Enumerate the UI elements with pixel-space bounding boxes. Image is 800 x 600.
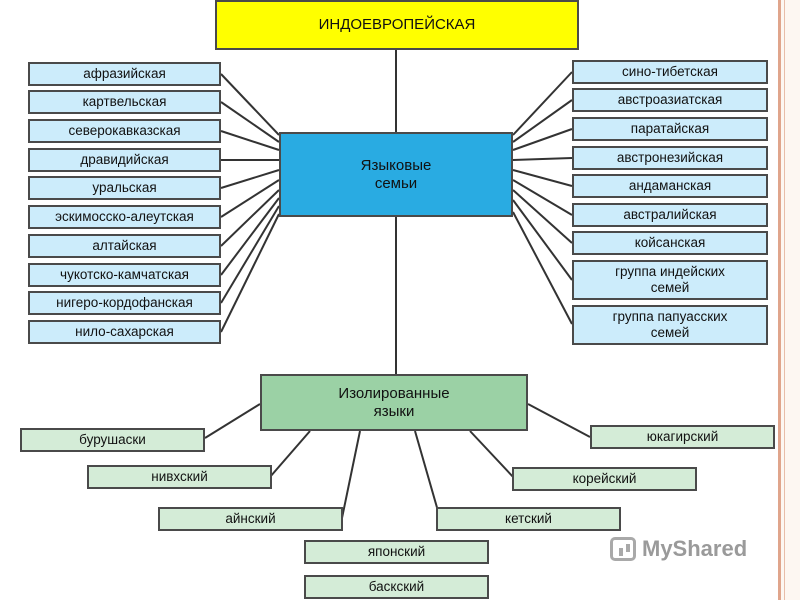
connector-isolated xyxy=(341,430,361,519)
connector-left xyxy=(220,130,280,151)
isolated-language-box: бурушаски xyxy=(20,428,205,452)
connector-isolated xyxy=(469,430,516,480)
connector-left xyxy=(220,213,280,333)
family-box-right: паратайская xyxy=(572,117,768,141)
connector-left xyxy=(220,179,280,218)
connector-right xyxy=(512,99,573,143)
connector-left xyxy=(220,169,280,189)
connector-isolated xyxy=(269,430,311,478)
isolated-language-box: айнский xyxy=(158,507,343,531)
family-box-right: группа индейских семей xyxy=(572,260,768,300)
connector-right xyxy=(512,71,573,136)
isolated-language-box: баскский xyxy=(304,575,489,599)
watermark-logo: MyShared xyxy=(610,536,747,562)
chart-icon xyxy=(610,537,636,561)
connector-left xyxy=(220,189,280,247)
slide-edge-line xyxy=(778,0,781,600)
connector-right xyxy=(512,179,573,216)
isolated-language-box: нивхский xyxy=(87,465,272,489)
connector-isolated xyxy=(204,403,261,439)
family-box-left: афразийская xyxy=(28,62,221,86)
family-box-left: картвельская xyxy=(28,90,221,114)
family-box-left: эскимосско-алеутская xyxy=(28,205,221,229)
connector-right xyxy=(512,169,573,187)
isolated-language-box: кетский xyxy=(436,507,621,531)
isolated-language-box: японский xyxy=(304,540,489,564)
watermark-text: MyShared xyxy=(642,536,748,561)
connector-right xyxy=(512,199,573,281)
connector-isolated xyxy=(414,430,441,519)
family-box-left: нило-сахарская xyxy=(28,320,221,344)
connector-right xyxy=(512,189,573,244)
connector-right xyxy=(512,157,573,161)
family-box-right: андаманская xyxy=(572,174,768,198)
isolated-languages-box: Изолированные языки xyxy=(260,374,528,431)
connector-right xyxy=(512,128,573,151)
connector-isolated xyxy=(527,403,591,438)
connector-left xyxy=(220,73,280,136)
language-families-box: Языковые семьи xyxy=(279,132,513,217)
family-box-left: чукотско-камчатская xyxy=(28,263,221,287)
slide-edge xyxy=(780,0,800,600)
isolated-language-box: корейский xyxy=(512,467,697,491)
family-box-left: дравидийская xyxy=(28,148,221,172)
family-box-right: группа папуасских семей xyxy=(572,305,768,345)
connector-left xyxy=(220,197,280,276)
family-box-left: уральская xyxy=(28,176,221,200)
isolated-language-box: юкагирский xyxy=(590,425,775,449)
connector-left xyxy=(220,101,280,143)
indo-european-box: ИНДОЕВРОПЕЙСКАЯ xyxy=(215,0,579,50)
family-box-right: австралийская xyxy=(572,203,768,227)
family-box-left: северокавказская xyxy=(28,119,221,143)
family-box-right: австроазиатская xyxy=(572,88,768,112)
connector-right xyxy=(512,211,573,325)
family-box-right: сино-тибетская xyxy=(572,60,768,84)
connector-left xyxy=(220,205,280,304)
family-box-left: алтайская xyxy=(28,234,221,258)
family-box-right: австронезийская xyxy=(572,146,768,170)
slide-edge-line-thin xyxy=(784,0,785,600)
family-box-right: койсанская xyxy=(572,231,768,255)
family-box-left: нигеро-кордофанская xyxy=(28,291,221,315)
